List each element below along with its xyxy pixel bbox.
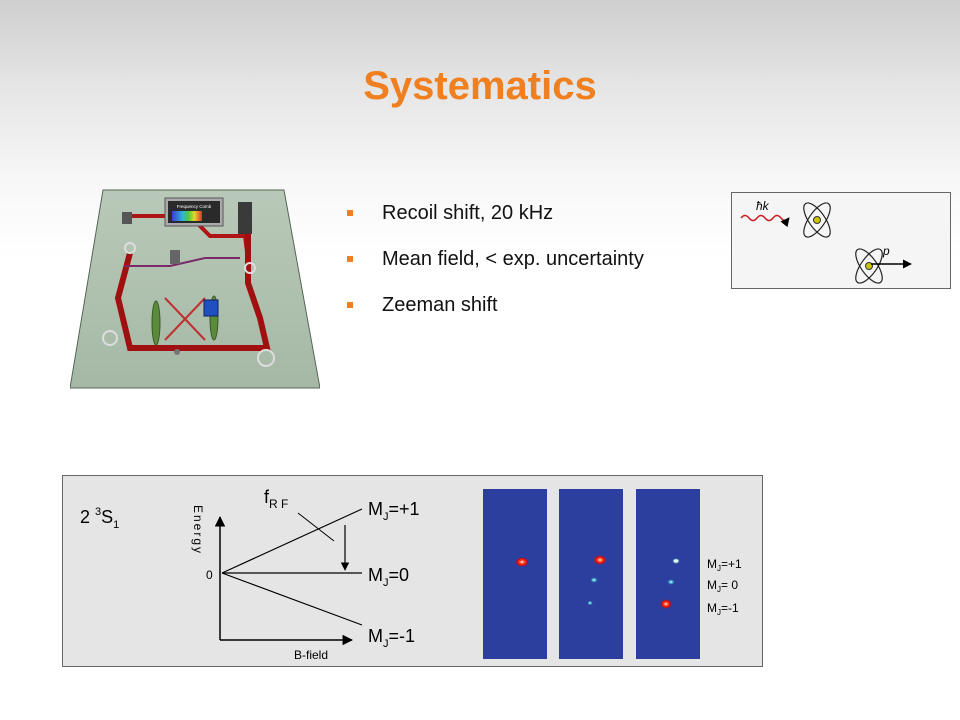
image-label-plus: MJ=+1 — [707, 557, 742, 573]
bullet-marker — [347, 210, 353, 216]
bullet-recoil-shift: Recoil shift, 20 kHz — [345, 200, 644, 246]
atom-before — [803, 202, 831, 238]
setup-image: Frequency Comb — [70, 189, 320, 389]
energy-axis-label: Energy — [191, 505, 205, 555]
level-label-minus: MJ=-1 — [368, 626, 415, 650]
level-line-plus — [221, 508, 363, 574]
frequency-comb-label: Frequency Comb — [177, 204, 212, 209]
bullet-marker — [347, 256, 353, 262]
image-label-zero: MJ= 0 — [707, 578, 738, 594]
state-label: 2 3S1 — [80, 506, 119, 531]
level-label-zero: MJ=0 — [368, 565, 409, 589]
absorption-image-3 — [636, 489, 700, 659]
rf-pointer-line — [297, 512, 335, 542]
recoil-inset: ħk p — [731, 192, 951, 289]
absorption-image-2 — [559, 489, 623, 659]
bullet-list: Recoil shift, 20 kHz Mean field, < exp. … — [345, 200, 644, 338]
bullet-mean-field: Mean field, < exp. uncertainty — [345, 246, 644, 292]
bfield-axis-label: B-field — [294, 648, 328, 662]
absorption-image-1 — [483, 489, 547, 659]
slide-title: Systematics — [363, 64, 597, 108]
zeeman-panel: 2 3S1 Energy 0 B-field fR F MJ=+1 MJ=0 M… — [62, 475, 763, 667]
bullet-marker — [347, 302, 353, 308]
level-line-minus — [221, 572, 363, 626]
atom-after — [855, 248, 883, 284]
level-label-plus: MJ=+1 — [368, 499, 420, 523]
rf-label: fR F — [264, 487, 288, 511]
momentum-label: p — [882, 244, 890, 258]
photon-wave — [740, 214, 790, 228]
bullet-zeeman-shift: Zeeman shift — [345, 292, 644, 338]
image-label-minus: MJ=-1 — [707, 601, 739, 617]
photon-label: ħk — [756, 199, 770, 213]
zero-label: 0 — [206, 568, 213, 582]
